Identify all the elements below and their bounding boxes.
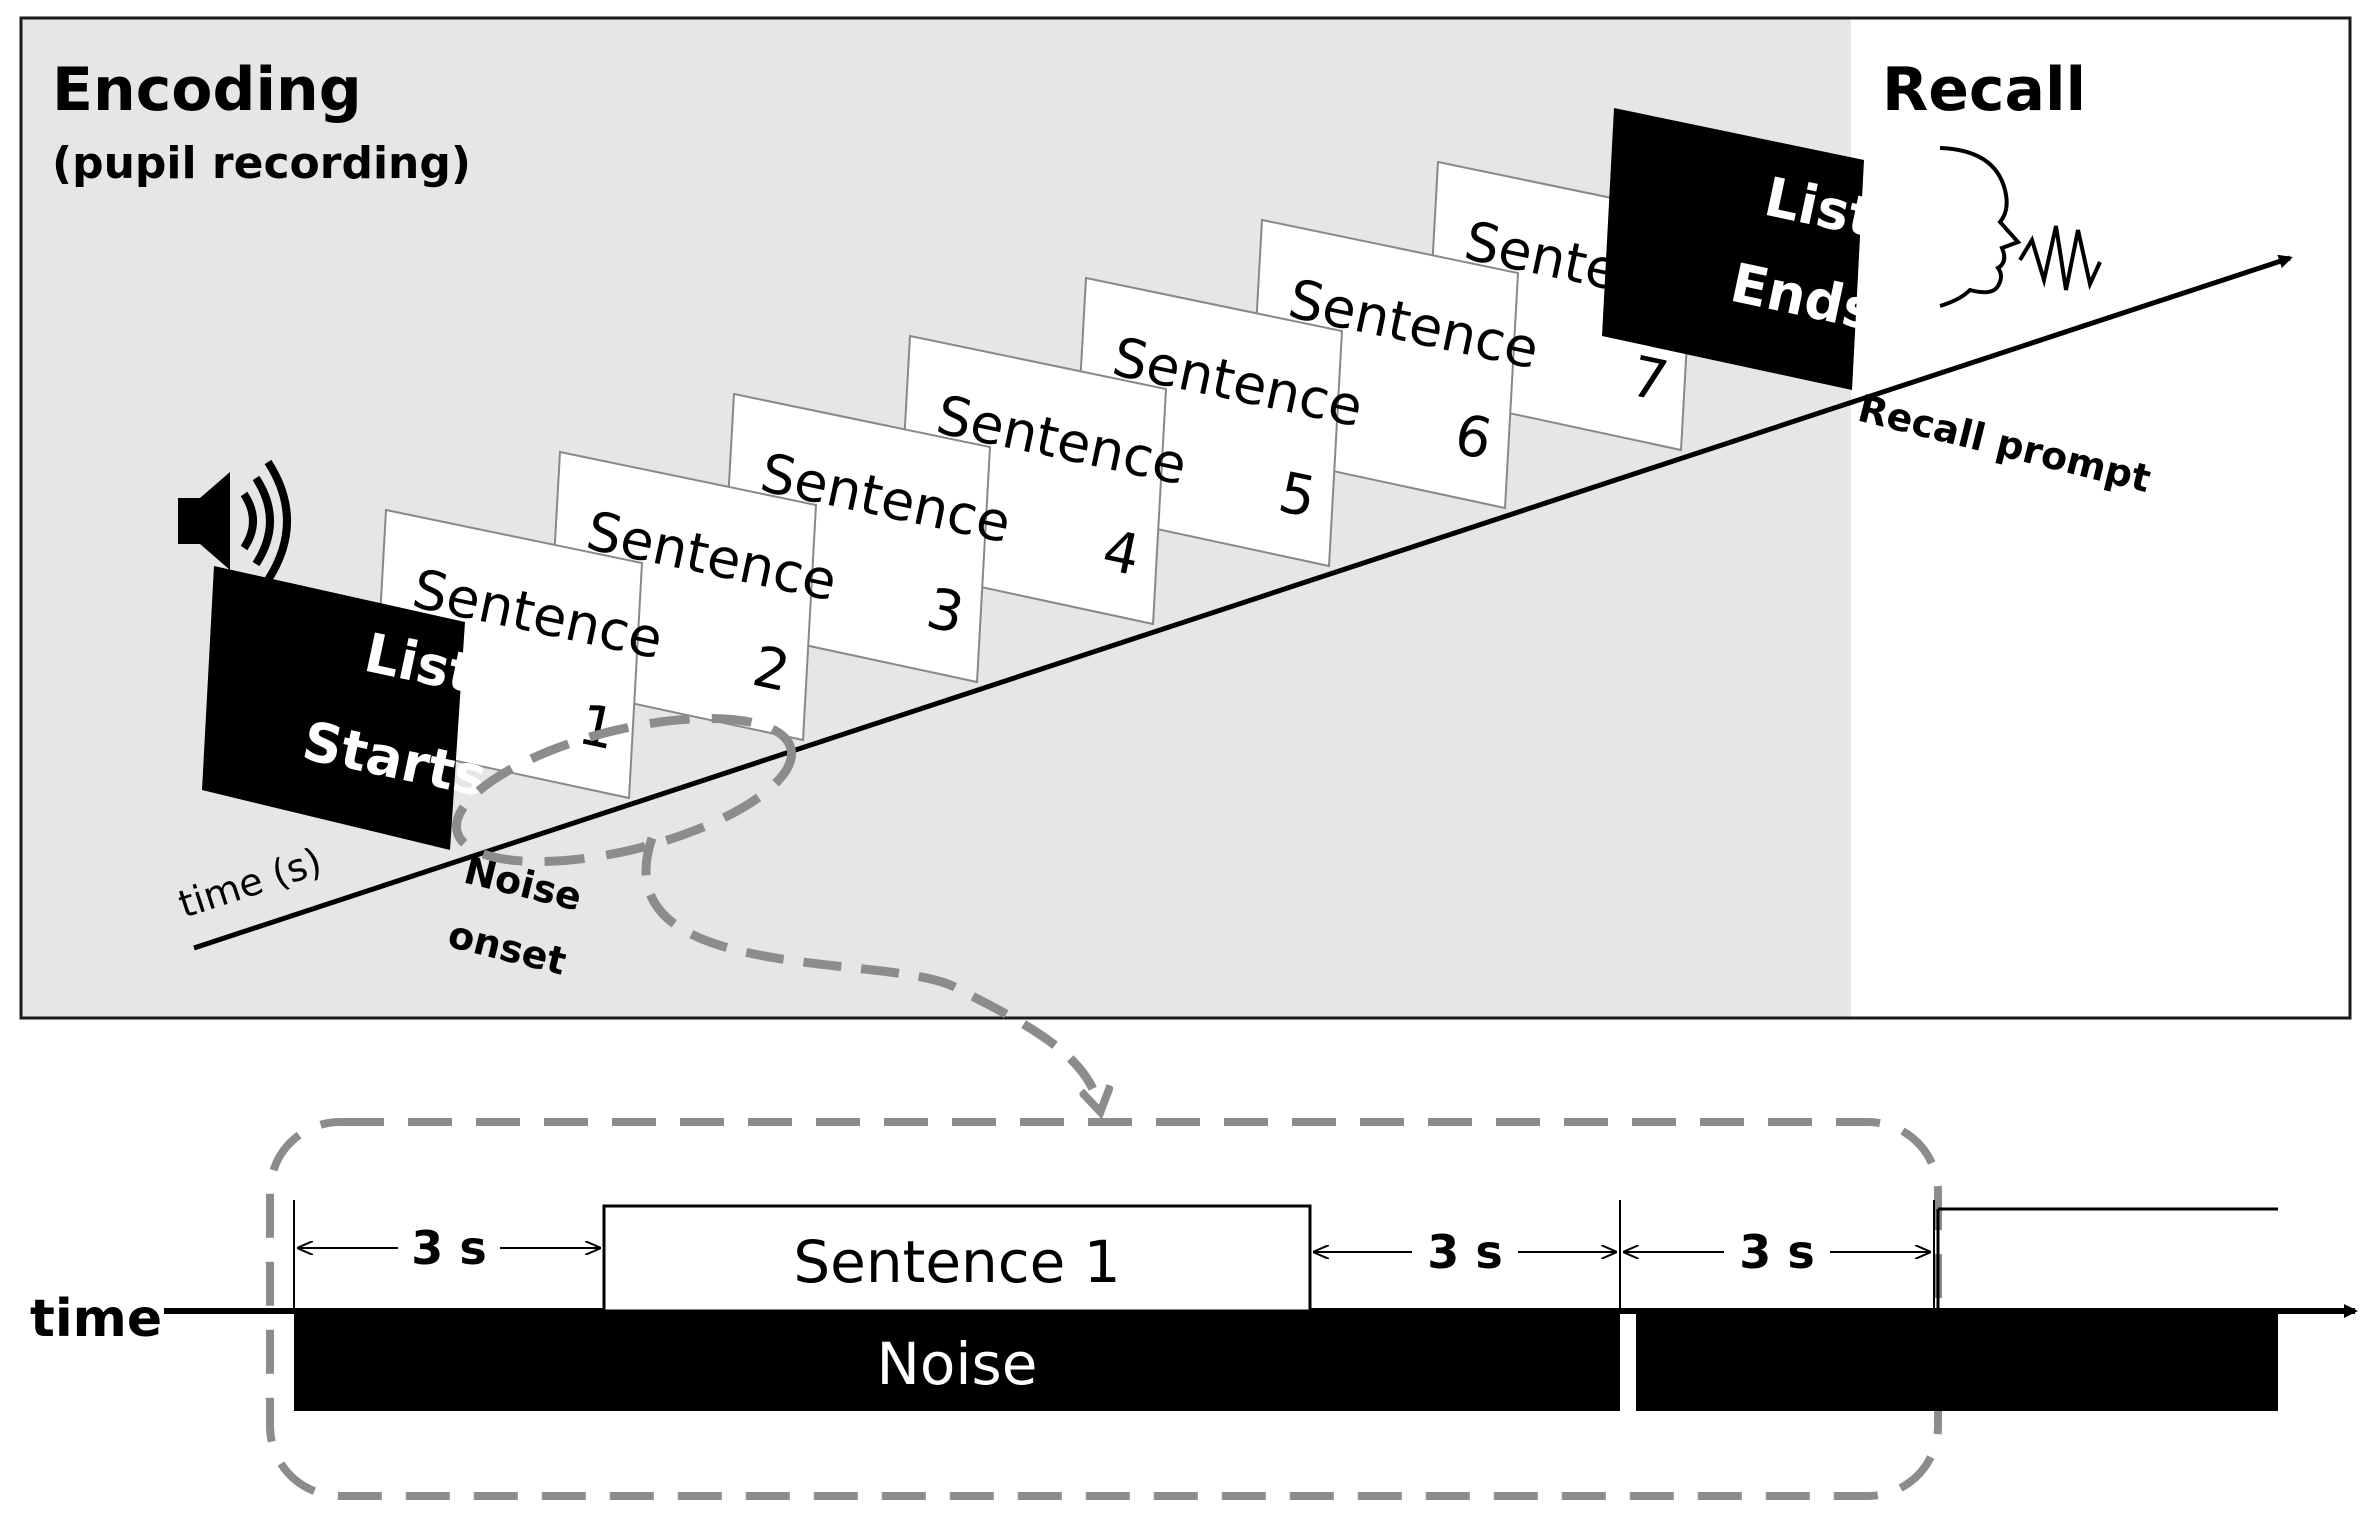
gap-2-indicator: 3 s: [1314, 1225, 1616, 1279]
encoding-subtitle: (pupil recording): [52, 138, 471, 189]
svg-text:3 s: 3 s: [1739, 1225, 1814, 1279]
svg-text:3 s: 3 s: [1427, 1225, 1502, 1279]
gap-1-indicator: 3 s: [298, 1221, 600, 1275]
recall-region: [1851, 18, 2350, 1018]
top-panel: Encoding (pupil recording) Recall Senten…: [19, 16, 2352, 1020]
zoom-connector-arrow: [641, 836, 1100, 1110]
list-ends-card: List Ends: [1602, 108, 1881, 390]
recall-title: Recall: [1882, 55, 2086, 125]
svg-text:3 s: 3 s: [411, 1221, 486, 1275]
speaking-head-icon: [1939, 146, 2102, 308]
detail-panel: time Noise Sentence 1 3 s 3 s 3 s: [30, 1118, 2358, 1500]
detail-dashed-frame: [266, 1118, 1942, 1500]
noise-bar-1: [294, 1311, 1620, 1411]
sentence-1-box: [602, 1204, 1312, 1313]
encoding-title: Encoding: [52, 55, 362, 125]
detail-time-label: time: [30, 1289, 162, 1349]
top-panel-border: [19, 16, 2352, 1020]
time-axis: [193, 254, 2293, 951]
gap-3-indicator: 3 s: [1624, 1225, 1930, 1279]
speaker-icon: [178, 459, 291, 583]
noise-bar-2: [1636, 1311, 2278, 1411]
sentence-1-label: Sentence 1: [793, 1228, 1120, 1296]
highlight-ellipse: [451, 713, 797, 867]
noise-label: Noise: [877, 1330, 1038, 1398]
